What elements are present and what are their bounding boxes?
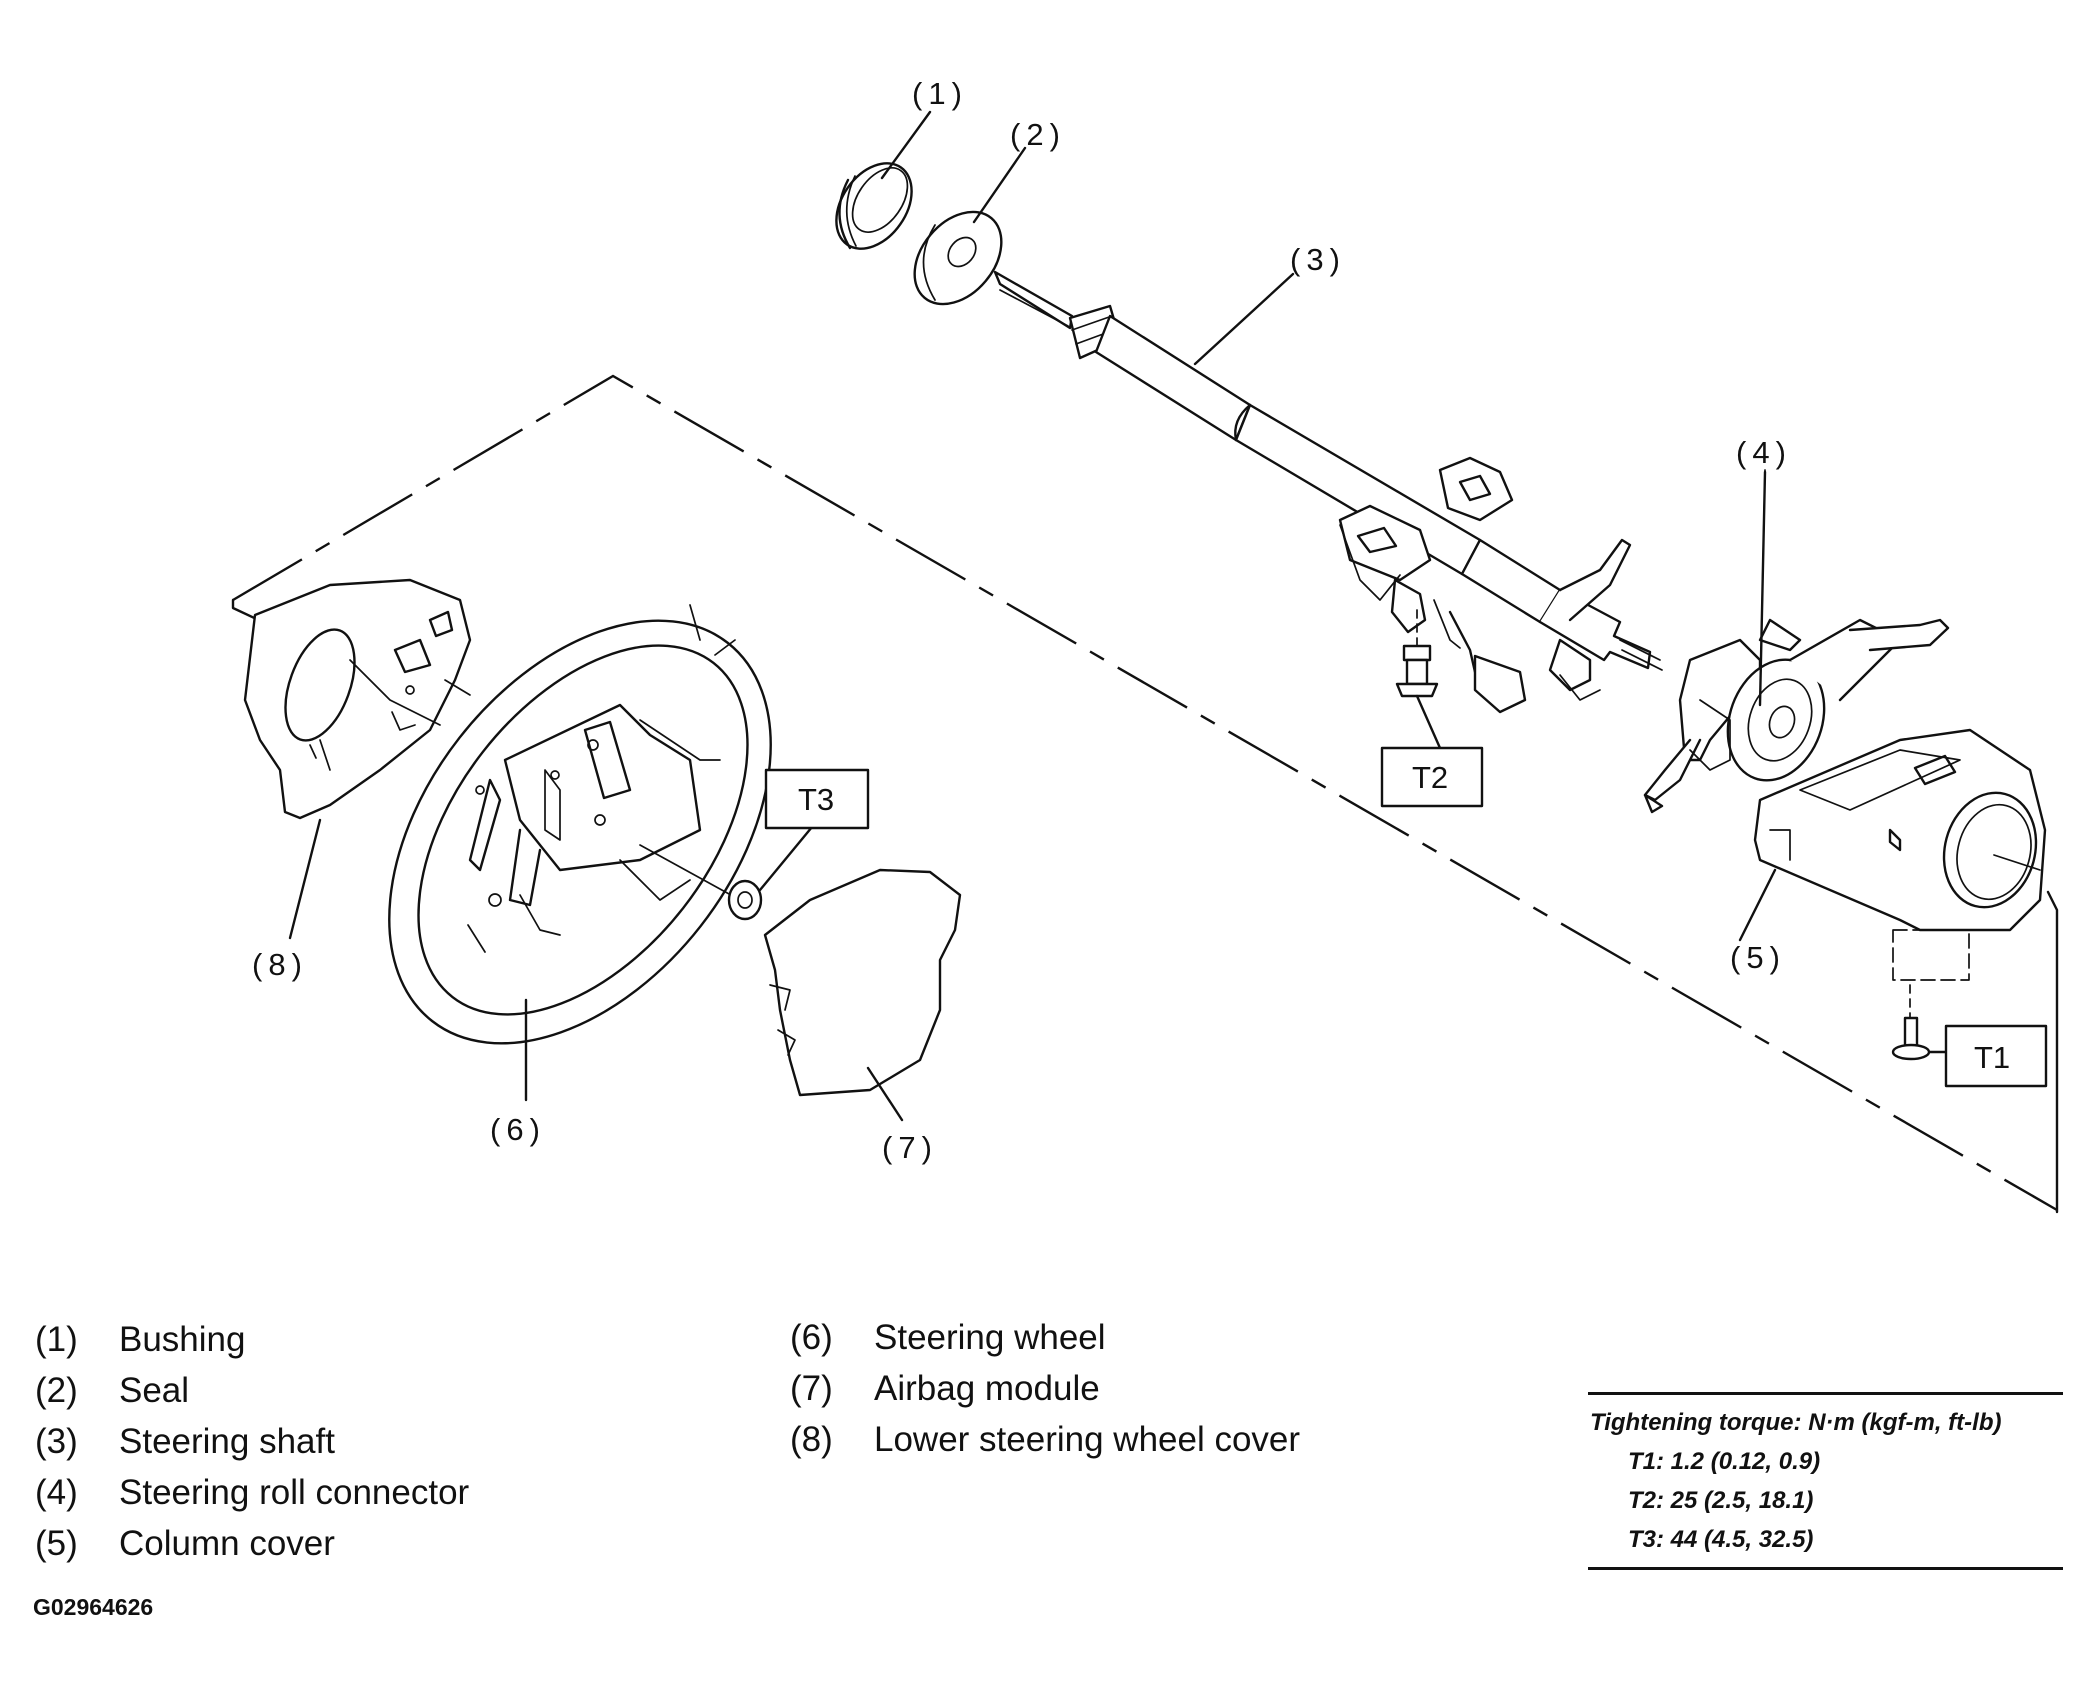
callout-7: (7) xyxy=(882,1130,938,1165)
torque-spec-table: Tightening torque: N·m (kgf-m, ft-lb) T1… xyxy=(1588,1392,2063,1570)
callout-3: (3) xyxy=(1290,242,1346,277)
figure-id: G02964626 xyxy=(33,1594,154,1620)
legend-label: Steering shaft xyxy=(119,1422,335,1461)
legend-number: (6) xyxy=(790,1318,833,1357)
legend-number: (4) xyxy=(35,1473,78,1512)
torque-spec-row-t3: T3: 44 (4.5, 32.5) xyxy=(1628,1526,1814,1553)
legend-number: (1) xyxy=(35,1320,78,1359)
seal-part xyxy=(913,210,1003,306)
steering-roll-connector-part xyxy=(1643,469,1950,814)
torque-box-t3: T3 xyxy=(764,768,870,830)
leader-lines xyxy=(288,110,1777,1122)
legend-label: Airbag module xyxy=(874,1369,1100,1408)
callout-8: (8) xyxy=(252,947,308,982)
torque-spec-row-t2: T2: 25 (2.5, 18.1) xyxy=(1628,1487,1814,1514)
legend-label: Steering wheel xyxy=(874,1318,1106,1357)
legend-number: (8) xyxy=(790,1420,833,1459)
airbag-module-part xyxy=(763,868,962,1097)
legend-label: Seal xyxy=(119,1371,190,1410)
t3-nut xyxy=(727,825,814,921)
lower-steering-wheel-cover-part xyxy=(243,578,472,820)
torque-spec-title: Tightening torque: N·m (kgf-m, ft-lb) xyxy=(1590,1409,2002,1436)
torque-box-t1: T1 xyxy=(1944,1024,2048,1088)
callout-5: (5) xyxy=(1730,940,1786,975)
legend-number: (5) xyxy=(35,1524,78,1563)
legend-number: (2) xyxy=(35,1371,78,1410)
torque-spec-row-t1: T1: 1.2 (0.12, 0.9) xyxy=(1628,1448,1821,1475)
torque-box-t2: T2 xyxy=(1380,746,1484,808)
legend-number: (3) xyxy=(35,1422,78,1461)
legend-label: Bushing xyxy=(119,1320,246,1359)
assembly-reference-line xyxy=(231,374,2059,1214)
callout-labels: (1) (2) (3) (4) (5) (6) (7) (8) xyxy=(252,76,1792,1165)
legend-label: Steering roll connector xyxy=(119,1473,470,1512)
column-cover-part xyxy=(1753,728,2047,981)
legend-label: Column cover xyxy=(119,1524,335,1563)
steering-shaft-part xyxy=(993,270,1663,714)
torque-box-t2-label: T2 xyxy=(1412,760,1448,795)
torque-box-t1-label: T1 xyxy=(1974,1040,2010,1075)
bushing-part xyxy=(835,162,913,250)
callout-2: (2) xyxy=(1010,117,1066,152)
callout-4: (4) xyxy=(1736,435,1792,470)
legend-label: Lower steering wheel cover xyxy=(874,1420,1301,1459)
t2-bolt xyxy=(1395,609,1442,750)
torque-box-t3-label: T3 xyxy=(798,782,834,817)
legend-number: (7) xyxy=(790,1369,833,1408)
t1-screw xyxy=(1891,984,1948,1061)
steering-wheel-part xyxy=(388,604,772,1045)
callout-1: (1) xyxy=(912,76,968,111)
callout-6: (6) xyxy=(490,1112,546,1147)
